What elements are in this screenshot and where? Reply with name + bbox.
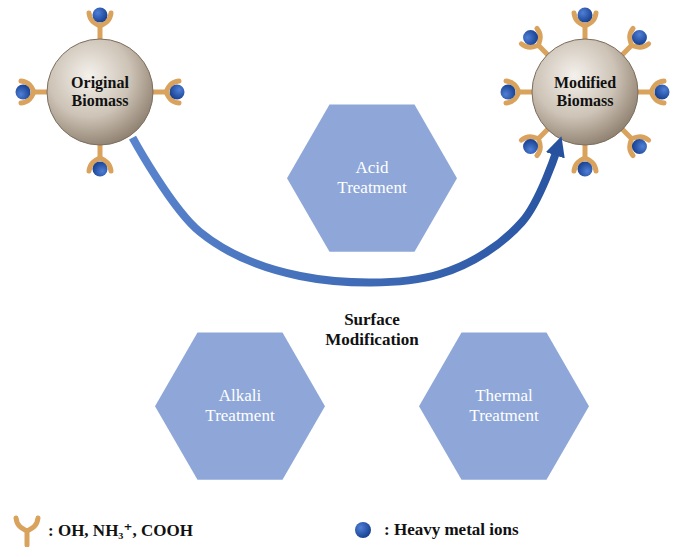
- biomass-circle: Modified Biomass: [531, 38, 639, 146]
- node-label-group: Modified Biomass: [542, 74, 628, 111]
- metal-ion: [93, 8, 108, 23]
- node-label: Acid Treatment: [322, 158, 422, 197]
- treatment-hexagon: Alkali Treatment: [152, 330, 328, 482]
- hexagon: [419, 332, 589, 479]
- ion-sample: [348, 513, 378, 547]
- node-label-group: Acid Treatment: [322, 158, 422, 197]
- sphere: [47, 39, 153, 145]
- hexagon: [155, 332, 325, 479]
- metal-ion: [655, 85, 670, 100]
- legend-item: : OH, NH₃⁺, COOH: [12, 512, 193, 548]
- treatment-hexagon: Thermal Treatment: [416, 330, 592, 482]
- node-label: Alkali Treatment: [190, 386, 290, 425]
- node-label: Modified Biomass: [542, 74, 628, 111]
- metal-ion: [578, 162, 593, 177]
- metal-ion: [170, 85, 185, 100]
- node-label-group: Thermal Treatment: [454, 386, 554, 425]
- node-label-group: Original Biomass: [57, 74, 143, 111]
- legend-label: : Heavy metal ions: [384, 520, 519, 540]
- node-label-group: Surface Modification: [312, 310, 432, 349]
- ligand: [89, 8, 111, 43]
- ligand: [574, 8, 596, 43]
- node-label: Surface Modification: [312, 310, 432, 349]
- metal-ion: [93, 162, 108, 177]
- metal-ion: [629, 136, 650, 157]
- node-label: Original Biomass: [57, 74, 143, 111]
- ligand: [635, 81, 670, 103]
- ligand: [89, 142, 111, 177]
- legend: : OH, NH₃⁺, COOH : Heavy metal ions: [8, 512, 678, 548]
- metal-ion: [520, 27, 541, 48]
- node-label-group: Alkali Treatment: [190, 386, 290, 425]
- sphere: [532, 39, 638, 145]
- hexagon: [287, 104, 457, 251]
- ligand: [150, 81, 185, 103]
- node-label: Thermal Treatment: [454, 386, 554, 425]
- hexagon: [287, 256, 457, 403]
- metal-ion: [16, 85, 31, 100]
- ligand: [574, 142, 596, 177]
- legend-item: : Heavy metal ions: [348, 512, 519, 548]
- legend-label: : OH, NH₃⁺, COOH: [48, 520, 193, 541]
- ligand-sample: [12, 513, 42, 547]
- metal-ion: [355, 522, 371, 538]
- ligand-symbol: [16, 518, 38, 545]
- ligand: [501, 81, 536, 103]
- metal-ion: [578, 8, 593, 23]
- metal-ion: [520, 136, 541, 157]
- metal-ion: [629, 27, 650, 48]
- metal-ion: [501, 85, 516, 100]
- treatment-hexagon: Acid Treatment: [284, 102, 460, 254]
- biomass-circle: Original Biomass: [46, 38, 154, 146]
- ligand: [16, 81, 51, 103]
